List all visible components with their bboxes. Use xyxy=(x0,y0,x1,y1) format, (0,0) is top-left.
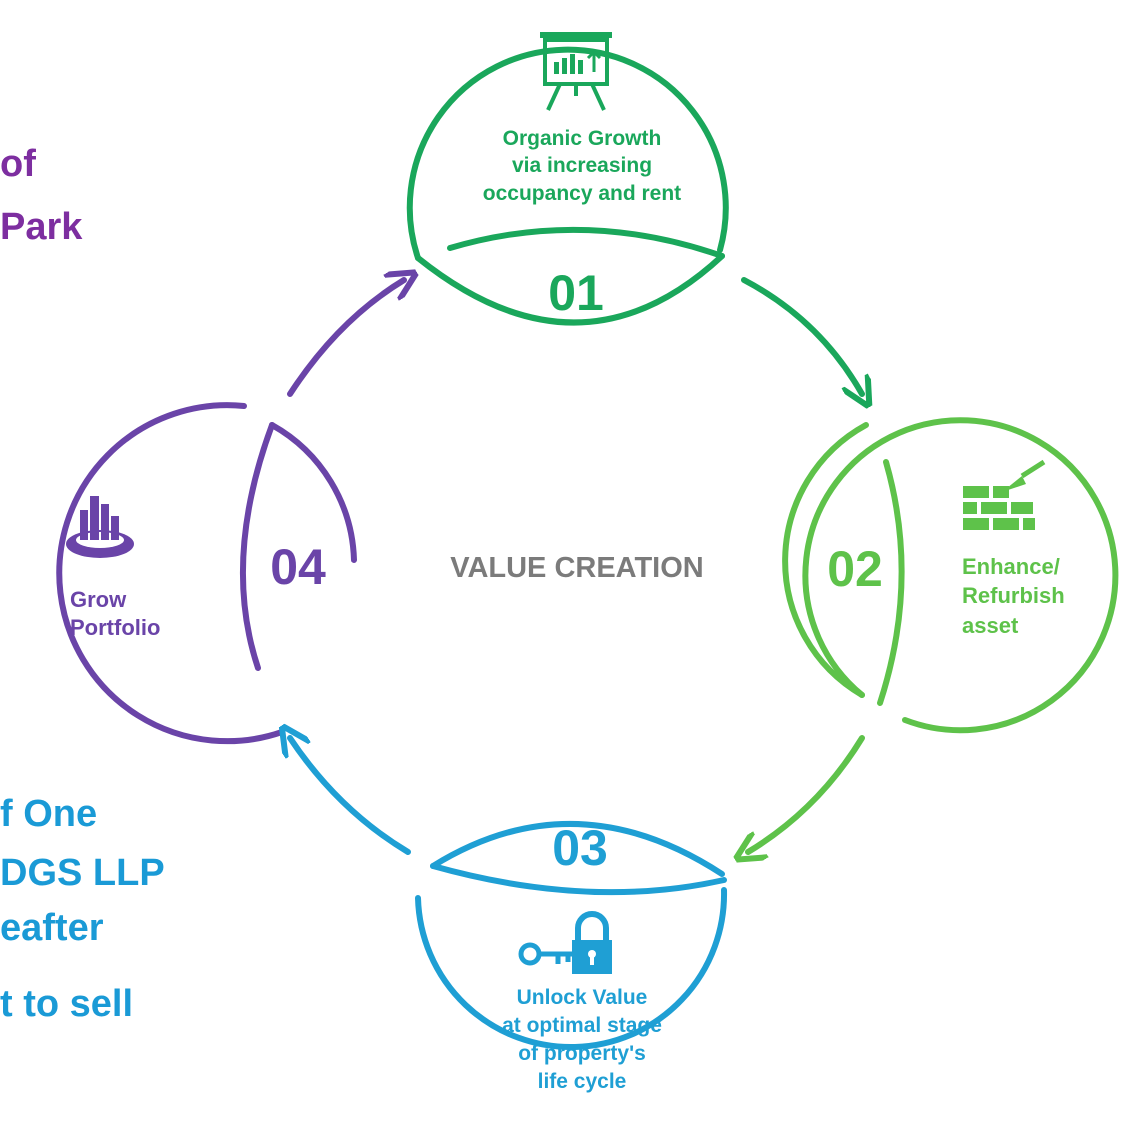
arrow-04-to-01 xyxy=(287,280,404,397)
step-02-label-line-1: Enhance/ xyxy=(962,554,1060,579)
step-01-label-line-1: Organic Growth xyxy=(503,127,662,150)
step-01-circle xyxy=(406,46,729,326)
step-03-number: 03 xyxy=(552,820,608,876)
step-04-label-line-1: Grow xyxy=(70,587,127,612)
arrow-02-to-03 xyxy=(748,735,865,852)
step-03-label-line-4: life cycle xyxy=(538,1070,627,1093)
left-text-bottom-1: f One xyxy=(0,793,98,835)
step-03-label-line-1: Unlock Value xyxy=(517,986,648,1009)
step-04-number: 04 xyxy=(270,539,326,595)
key-lock-icon xyxy=(518,911,612,974)
step-01-label-line-3: occupancy and rent xyxy=(483,182,681,205)
left-text-top-1: of xyxy=(0,143,36,185)
step-02-number: 02 xyxy=(827,541,883,597)
step-03-circle xyxy=(415,820,728,1051)
step-01-number: 01 xyxy=(548,265,604,321)
left-text-bottom-4: t to sell xyxy=(0,983,134,1025)
step-01-label-line-2: via increasing xyxy=(512,154,652,177)
presentation-chart-icon xyxy=(540,32,612,111)
step-02-label-line-2: Refurbish xyxy=(962,583,1065,608)
arrow-03-to-04 xyxy=(290,738,411,855)
left-text-top-2: Park xyxy=(0,206,83,248)
center-title: VALUE CREATION xyxy=(450,552,703,584)
step-04-label-line-2: Portfolio xyxy=(70,615,160,640)
step-02-label-line-3: asset xyxy=(962,613,1019,638)
step-03-label-line-3: of property's xyxy=(518,1042,646,1065)
left-text-bottom-3: eafter xyxy=(0,907,104,949)
step-04-circle xyxy=(56,402,357,745)
step-02-circle xyxy=(782,417,1119,734)
arrow-01-to-02 xyxy=(741,277,862,394)
step-03-label-line-2: at optimal stage xyxy=(502,1014,662,1037)
buildings-icon xyxy=(66,496,134,558)
left-text-bottom-2: DGS LLP xyxy=(0,852,165,894)
bricks-trowel-icon xyxy=(963,459,1046,530)
